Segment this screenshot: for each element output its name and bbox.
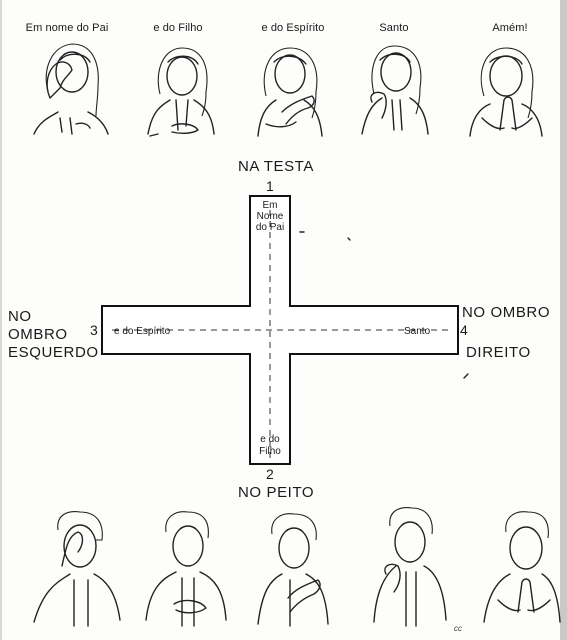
number-2: 2 (266, 466, 274, 482)
label-no-ombro-right: NO OMBRO (462, 304, 551, 321)
label-na-testa: NA TESTA (238, 158, 314, 175)
girl-figure-chest (147, 47, 215, 137)
label-no-left: NO (8, 308, 32, 325)
girl-figure-praying (469, 47, 543, 137)
right-border (560, 0, 567, 640)
caption-em-nome-do-pai: Em nome do Pai (25, 22, 109, 34)
boy-figure-praying (483, 511, 561, 623)
number-4: 4 (460, 322, 468, 338)
speck-mark (463, 373, 469, 379)
label-direito: DIREITO (466, 344, 531, 361)
girl-figure-forehead (33, 43, 109, 135)
caption-santo: Santo (379, 22, 409, 34)
cross-text-santo: Santo (404, 326, 431, 337)
cross-text-nome: Nome (256, 211, 284, 222)
caption-e-do-filho: e do Filho (153, 22, 203, 34)
speck-mark (347, 237, 351, 241)
boy-figure-chest (145, 511, 227, 627)
cross-text-e-do: e do (260, 434, 280, 445)
caption-e-do-espirito: e do Espírito (261, 22, 325, 34)
girl-figure-left-shoulder (257, 47, 323, 137)
label-no-peito: NO PEITO (238, 484, 315, 501)
left-border (0, 0, 2, 640)
label-ombro-left: OMBRO (8, 326, 68, 343)
number-3: 3 (90, 322, 98, 338)
label-esquerdo: ESQUERDO (8, 344, 99, 361)
artist-signature: cc (454, 624, 462, 633)
girl-figure-right-shoulder (361, 45, 429, 135)
boy-figure-right-shoulder (373, 507, 447, 627)
boy-figure-left-shoulder (257, 513, 329, 627)
cross-text-em: Em (262, 200, 278, 211)
cross-text-do-pai: do Pai (255, 222, 285, 233)
number-1: 1 (266, 178, 274, 194)
cross-text-e-do-espirito: e do Espírito (114, 326, 171, 337)
caption-amem: Amém! (492, 22, 528, 34)
boy-figure-forehead (33, 511, 121, 627)
cross-text-filho: Filho (259, 446, 281, 457)
